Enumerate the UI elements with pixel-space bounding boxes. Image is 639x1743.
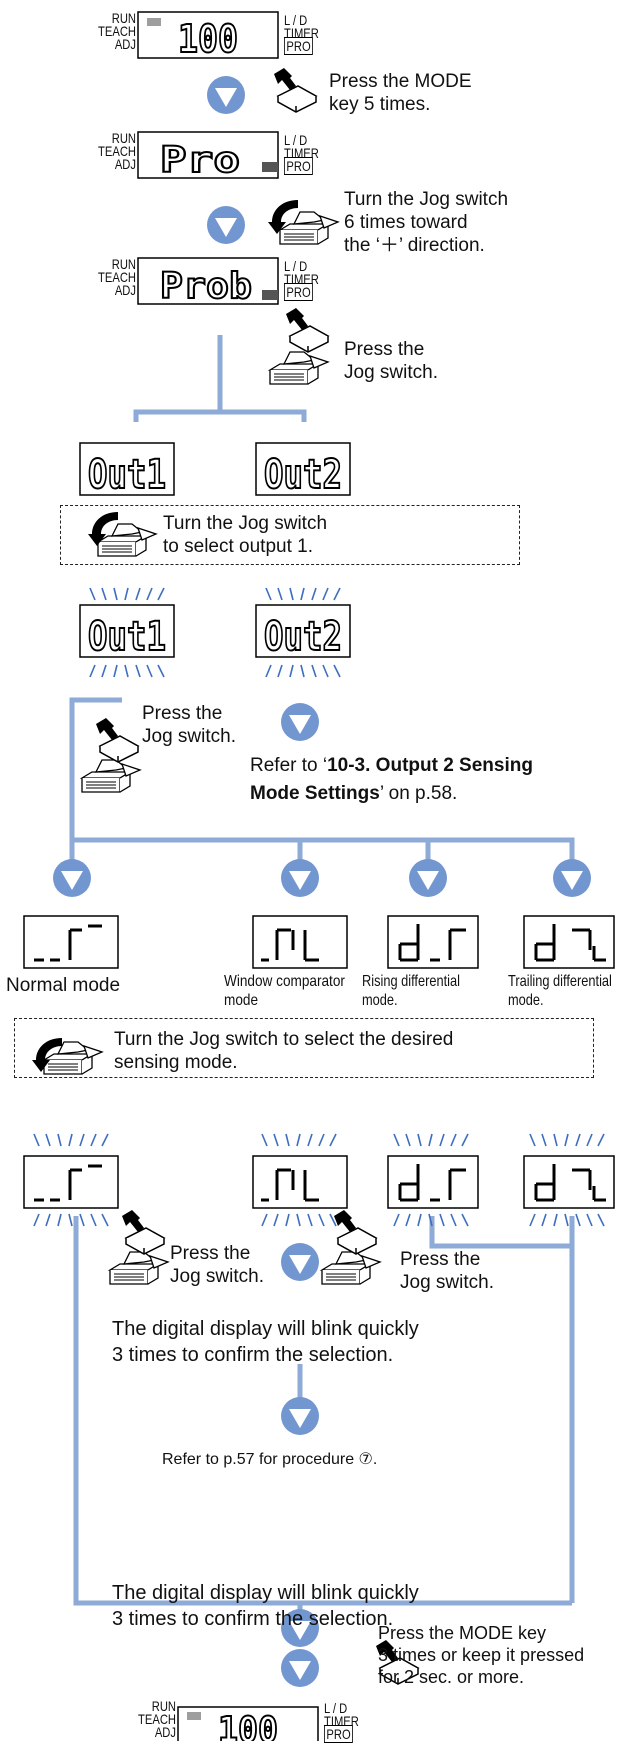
step-press-mode-3: Press the MODE key 3 times or keep it pr… [378, 1623, 585, 1687]
mode-glyph-trailing [534, 924, 606, 962]
select-output-box [60, 505, 520, 565]
step-select-output: Turn the Jog switch to select output 1. [163, 513, 328, 557]
display-end-value: 100 [217, 1709, 279, 1741]
display-out2: Out2 [263, 451, 343, 499]
mode-label-trailing: Trailing differential mode. [508, 973, 612, 1009]
step-press-jog-1: Press the Jog switch. [344, 339, 438, 383]
led-bar [262, 162, 278, 172]
svg-text:Out1: Out1 [88, 452, 166, 498]
blink-note-1: The digital display will blink quickly 3… [112, 1318, 419, 1366]
press-finger-icon [333, 1209, 377, 1255]
led-bar [262, 290, 278, 300]
down-arrow-icon [281, 859, 319, 897]
svg-text:Out2: Out2 [264, 614, 342, 660]
refer-output2-note: Refer to ‘10-3. Output 2 Sensing Mode Se… [250, 755, 533, 804]
step-press-mode-5: Press the MODE key 5 times. [329, 71, 472, 115]
down-arrow-icon [281, 1243, 319, 1281]
mode-glyph-rising [398, 924, 466, 962]
down-arrow-icon [53, 859, 91, 897]
display-prob-value: Prob [159, 265, 253, 308]
press-finger-icon [285, 307, 329, 353]
mode-label-normal: Normal mode [6, 975, 121, 996]
led-bar [147, 18, 161, 26]
mode-glyph-window [261, 1168, 319, 1202]
down-arrow-icon [281, 1649, 319, 1687]
step-turn-jog-6: Turn the Jog switch 6 times toward the ‘… [344, 189, 509, 256]
mode-glyph-rising [398, 1164, 466, 1202]
refer-p57-note: Refer to p.57 for procedure ⑦. [162, 1451, 378, 1468]
down-arrow-icon [207, 76, 245, 114]
blink-note-2: The digital display will blink quickly 3… [112, 1582, 419, 1630]
mode-label-rising: Rising differential mode. [362, 973, 460, 1009]
step-press-jog-3: Press the Jog switch. [170, 1243, 264, 1287]
down-arrow-icon [409, 859, 447, 897]
display-pro-value: Pro [159, 139, 241, 182]
select-mode-box [14, 1018, 594, 1078]
down-arrow-icon [207, 206, 245, 244]
step-press-jog-4: Press the Jog switch. [400, 1249, 494, 1293]
mode-glyph-trailing [534, 1164, 606, 1202]
mode-label-window: Window comparator mode [224, 973, 345, 1009]
svg-text:100: 100 [218, 1710, 278, 1741]
svg-text:100: 100 [178, 17, 238, 61]
step-press-jog-2: Press the Jog switch. [142, 703, 236, 747]
press-mode-key-icon [273, 67, 317, 113]
svg-text:Out2: Out2 [264, 452, 342, 498]
svg-text:Out1: Out1 [88, 614, 166, 660]
svg-text:Pro: Pro [160, 140, 240, 181]
display-out2-blink: Out2 [263, 613, 343, 661]
press-finger-icon [121, 1209, 165, 1255]
display-out1-blink: Out1 [87, 613, 167, 661]
display-start-value: 100 [177, 16, 239, 62]
display-out1: Out1 [87, 451, 167, 499]
down-arrow-icon [553, 859, 591, 897]
step-select-mode: Turn the Jog switch to select the desire… [114, 1029, 454, 1073]
jog-switch-icon [269, 351, 329, 385]
mode-glyph-normal [34, 924, 102, 962]
press-finger-icon [95, 717, 139, 763]
svg-text:Prob: Prob [160, 266, 252, 307]
mode-glyph-window [261, 928, 319, 962]
down-arrow-icon [281, 1397, 319, 1435]
jog-switch-icon [81, 759, 141, 793]
segment-boxes [23, 442, 615, 1209]
jog-switch-icon [279, 211, 339, 245]
jog-switch-icon [109, 1251, 169, 1285]
panel-display [137, 11, 319, 1741]
led-bar [187, 1712, 201, 1720]
down-arrow-icon [281, 703, 319, 741]
mode-glyph-normal [34, 1164, 102, 1202]
jog-switch-icon [321, 1251, 381, 1285]
